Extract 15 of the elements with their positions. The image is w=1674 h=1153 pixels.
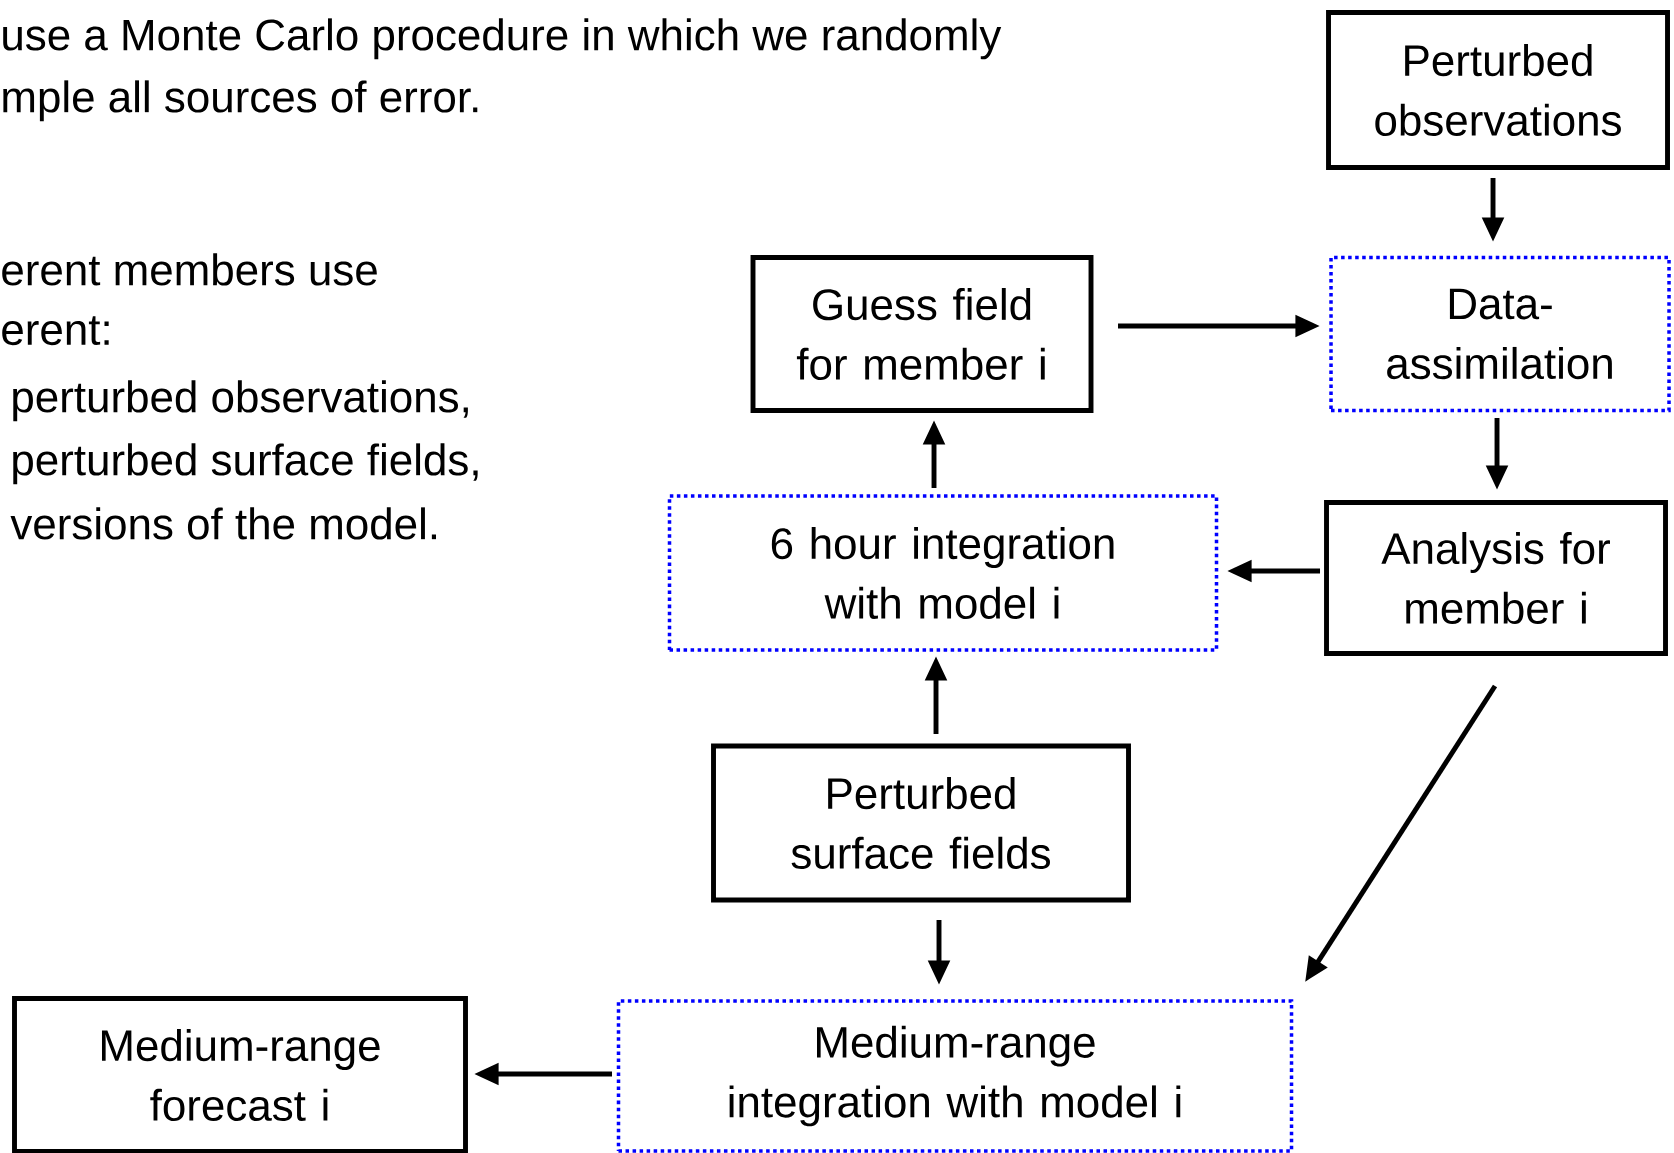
body-text: perturbed observations, xyxy=(13,380,468,422)
body-text: mple all sources of error. xyxy=(3,80,478,122)
body-text: erent members use xyxy=(2,253,377,286)
process-box: Medium-range integration with model i xyxy=(616,999,1294,1153)
body-text: perturbed surface fields, xyxy=(13,443,478,485)
process-box: Guess field for member i xyxy=(750,255,1094,413)
body-text: versions of the model. xyxy=(10,507,437,540)
process-box: 6 hour integration with model i xyxy=(667,494,1219,652)
process-box: Analysis for member i xyxy=(1324,500,1668,656)
body-text: erent: xyxy=(2,316,109,346)
process-box: Perturbed observations xyxy=(1326,10,1670,170)
process-box: Perturbed surface fields xyxy=(711,743,1131,903)
process-box: Medium-range forecast i xyxy=(12,996,468,1153)
process-box: Data-assimilation xyxy=(1329,255,1671,413)
body-text: use a Monte Carlo procedure in which we randomly xyxy=(3,18,1002,60)
